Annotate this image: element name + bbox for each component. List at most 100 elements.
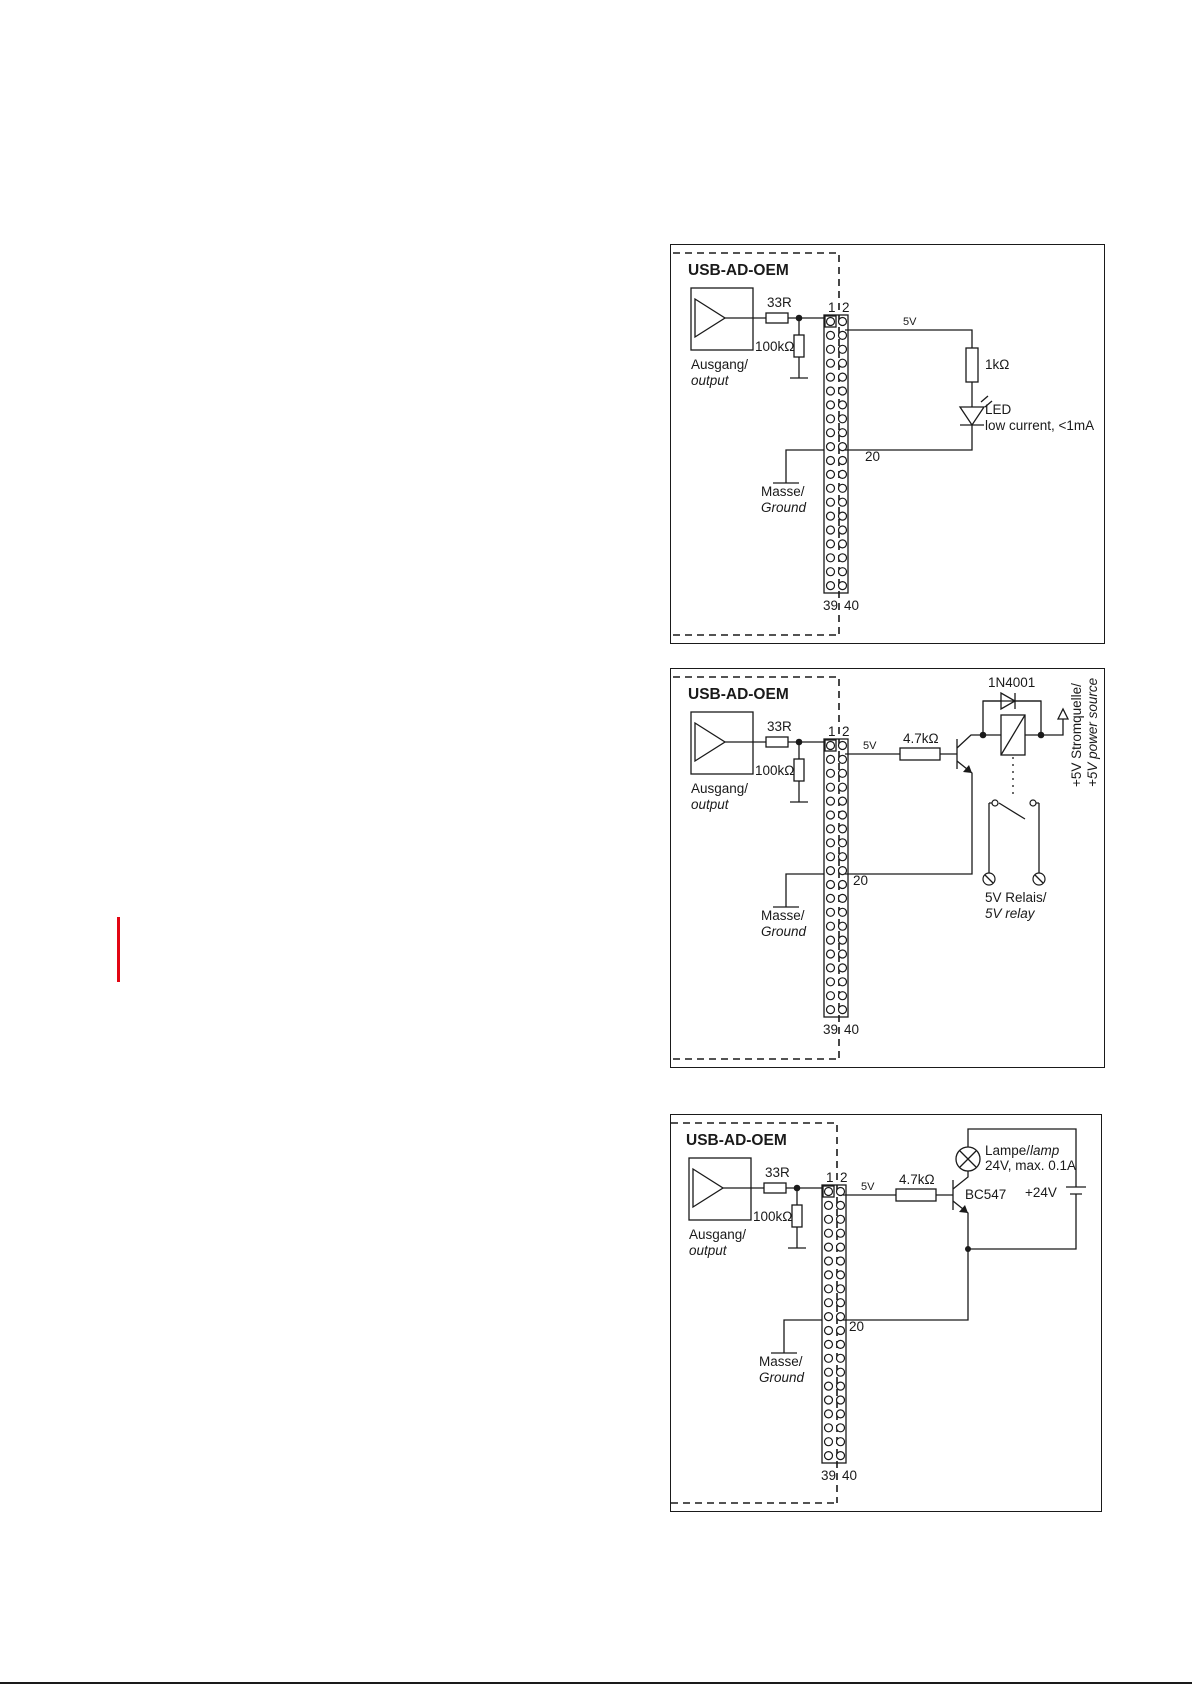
header-pin bbox=[837, 866, 848, 876]
header-pin bbox=[835, 1228, 846, 1238]
header-pin bbox=[823, 1367, 834, 1377]
header-pin bbox=[837, 386, 848, 396]
header-pin bbox=[825, 428, 836, 438]
resistor-4k7-icon bbox=[899, 747, 941, 761]
v5-label: 5V bbox=[861, 1181, 875, 1193]
header-pin bbox=[837, 991, 848, 1001]
pin20-label: 20 bbox=[849, 1319, 864, 1334]
header-pin bbox=[823, 1451, 834, 1461]
pin1-label: 1 bbox=[828, 300, 836, 315]
r-pull-label: 100kΩ bbox=[753, 1209, 792, 1224]
header-pin bbox=[825, 372, 836, 382]
header-pin bbox=[837, 879, 848, 890]
resistor-100k-icon bbox=[793, 758, 805, 782]
diode-label: 1N4001 bbox=[988, 675, 1035, 690]
relay-label-de: 5V Relais/ bbox=[985, 890, 1047, 905]
pin40-label: 40 bbox=[844, 598, 859, 613]
r-led-label: 1kΩ bbox=[985, 357, 1009, 372]
header-pin bbox=[837, 511, 848, 521]
header-pin bbox=[835, 1339, 846, 1349]
header-pin bbox=[837, 469, 848, 479]
header-pin bbox=[825, 400, 836, 410]
ground-label-de: Masse/ bbox=[759, 1354, 803, 1369]
header-pin bbox=[835, 1256, 846, 1266]
device-boundary bbox=[671, 1122, 838, 1504]
header-pin bbox=[825, 511, 836, 521]
lamp-label-de: Lampe/lamp bbox=[985, 1143, 1060, 1158]
header-pin bbox=[835, 1395, 846, 1405]
header-pin bbox=[837, 810, 848, 820]
pin-header bbox=[823, 314, 849, 594]
header-pin bbox=[825, 497, 836, 507]
header-pin bbox=[837, 400, 848, 410]
header-pin bbox=[823, 1270, 834, 1280]
output-label-de: Ausgang/ bbox=[691, 357, 748, 372]
header-pin bbox=[823, 1423, 834, 1433]
output-label-en: output bbox=[691, 797, 730, 812]
header-pin bbox=[835, 1270, 846, 1280]
header-pin bbox=[835, 1312, 846, 1322]
header-pin bbox=[837, 768, 848, 778]
pin-header-frame bbox=[823, 314, 849, 594]
header-pin bbox=[825, 525, 836, 535]
device-boundary bbox=[673, 676, 840, 1060]
diagram-lamp-circuit: USB-AD-OEM 33R 100kΩ Ausgang/ output 1 2… bbox=[670, 1114, 1102, 1512]
buffer-icon bbox=[694, 297, 727, 339]
header-pin bbox=[823, 1214, 834, 1224]
header-pin bbox=[835, 1200, 846, 1211]
header-pin bbox=[825, 754, 836, 765]
pin39-label: 39 bbox=[823, 598, 838, 613]
header-pin bbox=[837, 442, 848, 452]
header-pin bbox=[837, 581, 848, 591]
header-pin bbox=[825, 782, 836, 792]
device-title: USB-AD-OEM bbox=[688, 686, 789, 703]
header-pin bbox=[823, 1298, 834, 1308]
header-pin bbox=[825, 483, 836, 493]
header-pin bbox=[837, 497, 848, 507]
pin-header-frame bbox=[823, 738, 849, 1018]
output-driver-box bbox=[690, 287, 754, 351]
resistor-33r-icon bbox=[763, 1182, 787, 1194]
ground-label-de: Masse/ bbox=[761, 908, 805, 923]
pin2-label: 2 bbox=[842, 300, 850, 315]
resistor-33r-icon bbox=[765, 736, 789, 748]
v5-label: 5V bbox=[903, 316, 917, 328]
v5-label: 5V bbox=[863, 740, 877, 752]
header-pin bbox=[835, 1367, 846, 1377]
r-series-label: 33R bbox=[765, 1165, 790, 1180]
header-pin bbox=[823, 1437, 834, 1447]
header-pin bbox=[823, 1381, 834, 1391]
header-pin bbox=[825, 358, 836, 368]
output-label-de: Ausgang/ bbox=[689, 1227, 746, 1242]
header-pin bbox=[825, 977, 836, 987]
header-pin bbox=[825, 455, 836, 466]
ground-label-en: Ground bbox=[759, 1370, 805, 1385]
header-pin bbox=[837, 525, 848, 535]
header-pin bbox=[825, 330, 836, 341]
pin40-label: 40 bbox=[844, 1022, 859, 1037]
r-base-label: 4.7kΩ bbox=[899, 1172, 935, 1187]
header-pin bbox=[823, 1200, 834, 1211]
header-pin bbox=[825, 838, 836, 848]
header-pin bbox=[837, 893, 848, 903]
header-pin bbox=[825, 1005, 836, 1015]
relay-label-en: 5V relay bbox=[985, 906, 1036, 921]
header-pin bbox=[825, 949, 836, 959]
header-pin bbox=[835, 1437, 846, 1447]
header-pin bbox=[825, 740, 836, 751]
supply-arrow-icon bbox=[1053, 707, 1070, 736]
ground-label-en: Ground bbox=[761, 924, 807, 939]
output-label-de: Ausgang/ bbox=[691, 781, 748, 796]
header-pin bbox=[823, 1325, 834, 1336]
header-pin bbox=[823, 1242, 834, 1252]
header-pin bbox=[837, 358, 848, 368]
header-pin bbox=[835, 1409, 846, 1419]
header-pin bbox=[835, 1214, 846, 1224]
resistor-4k7-icon bbox=[895, 1188, 937, 1202]
pin-1-marker bbox=[824, 315, 837, 328]
transistor-label: BC547 bbox=[965, 1187, 1006, 1202]
header-pin bbox=[825, 866, 836, 876]
header-pin bbox=[837, 330, 848, 341]
pin-1-marker bbox=[824, 739, 837, 752]
device-boundary bbox=[673, 252, 840, 636]
